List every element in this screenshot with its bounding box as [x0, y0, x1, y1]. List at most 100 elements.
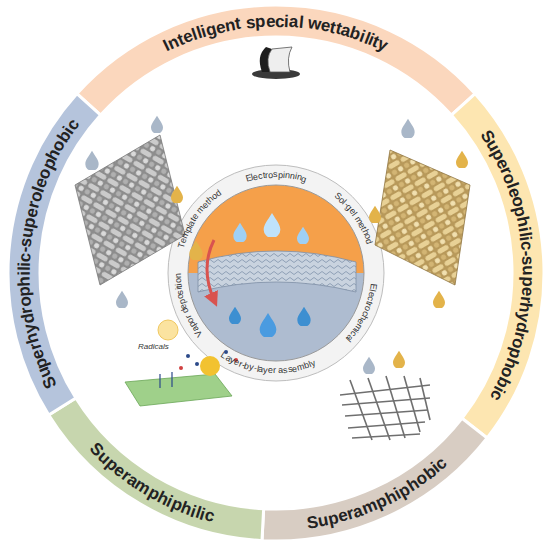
glyph: a — [345, 332, 355, 342]
glyph: h — [404, 475, 422, 495]
glyph: p — [102, 454, 121, 474]
glyph: e — [111, 461, 129, 480]
glyph: p — [326, 509, 340, 528]
glyph: c — [275, 12, 285, 29]
glyph: - — [253, 364, 258, 373]
segment-title: Superhydrophilic-superoleophobic — [14, 115, 82, 393]
glyph: - — [519, 250, 536, 257]
glyph: d — [214, 189, 223, 199]
glyph: h — [23, 331, 42, 345]
glyph: n — [224, 16, 237, 35]
glyph: p — [183, 225, 193, 234]
glyph: p — [519, 276, 536, 287]
glyph: e — [319, 17, 332, 36]
glyph: a — [124, 470, 141, 489]
glyph: u — [316, 511, 329, 530]
glyph: i — [284, 13, 289, 30]
glyph: m — [195, 204, 207, 216]
glyph — [302, 14, 309, 31]
glyph: h — [206, 195, 216, 205]
glyph: r — [518, 295, 536, 303]
glyph: h — [516, 301, 534, 314]
glyph: - — [342, 200, 351, 208]
glyph: a — [258, 365, 264, 375]
glyph: p — [489, 146, 509, 163]
glyph — [183, 311, 192, 317]
glyph: o — [49, 137, 69, 155]
glyph: c — [366, 296, 376, 303]
glyph: i — [357, 28, 367, 46]
glyph: b — [303, 361, 311, 371]
glyph: y — [375, 35, 391, 54]
glyph: p — [16, 286, 34, 298]
glyph: o — [176, 293, 186, 300]
glyph: i — [391, 485, 403, 502]
glyph: u — [18, 226, 36, 239]
glyph: l — [344, 336, 352, 344]
glyph: c — [202, 507, 216, 526]
glyph: e — [252, 172, 259, 182]
glyph: b — [493, 374, 513, 391]
glyph: l — [193, 504, 203, 522]
method-label: Template method — [176, 188, 224, 251]
glyph: u — [519, 266, 536, 277]
glyph: h — [15, 276, 32, 287]
glyph: s — [175, 289, 185, 295]
glyph: d — [513, 320, 532, 334]
glyph: - — [16, 246, 33, 253]
glyph: i — [188, 502, 198, 520]
glyph: S — [477, 127, 497, 146]
glyph: y — [515, 311, 533, 323]
glyph: i — [60, 124, 77, 138]
glyph: r — [497, 164, 515, 177]
glyph: i — [428, 460, 442, 476]
glyph: r — [18, 306, 36, 315]
glyph: n — [296, 173, 303, 183]
glyph: p — [505, 346, 524, 361]
glyph: n — [173, 273, 182, 278]
glyph: i — [515, 226, 533, 234]
glyph: c — [16, 252, 34, 263]
ring-segment: Intelligent special wettability — [77, 5, 475, 115]
glyph: m — [359, 496, 379, 517]
glyph: p — [169, 495, 185, 515]
segment-title: Superamphiphobic — [304, 453, 451, 533]
glyph: e — [265, 12, 275, 29]
glyph: l — [194, 24, 204, 42]
glyph: d — [364, 238, 374, 246]
glyph: r — [265, 171, 269, 180]
glyph: m — [353, 215, 365, 226]
glyph: p — [145, 483, 162, 503]
glyph: p — [188, 320, 198, 329]
glyph: d — [19, 312, 38, 325]
glyph — [351, 212, 360, 219]
glyph: m — [180, 230, 191, 240]
method-label: Sol-gel method — [332, 190, 375, 246]
glyph: g — [344, 203, 354, 213]
method-label: Vapor deposition — [172, 272, 205, 339]
glyph: s — [287, 365, 293, 375]
glyph: h — [358, 313, 368, 322]
glyph: l — [15, 266, 32, 271]
glyph: e — [519, 286, 537, 297]
glyph: n — [165, 33, 181, 53]
glyph: o — [185, 316, 195, 325]
glyph: p — [39, 156, 59, 173]
glyph: I — [161, 37, 173, 54]
segment-title: Superoleophilic-superhydrophobic — [476, 126, 537, 405]
glyph: e — [200, 200, 210, 210]
glyph: i — [517, 235, 534, 242]
glyph: l — [368, 289, 377, 293]
glyph: s — [245, 13, 256, 31]
glyph: y — [228, 356, 236, 366]
glyph: a — [224, 353, 233, 363]
glyph: e — [505, 185, 524, 199]
glyph: h — [382, 487, 399, 507]
glyph: r — [26, 341, 44, 352]
glyph: - — [240, 361, 246, 370]
glyph: t — [189, 216, 198, 223]
glyph: E — [368, 283, 378, 290]
glyph: g — [204, 20, 218, 39]
